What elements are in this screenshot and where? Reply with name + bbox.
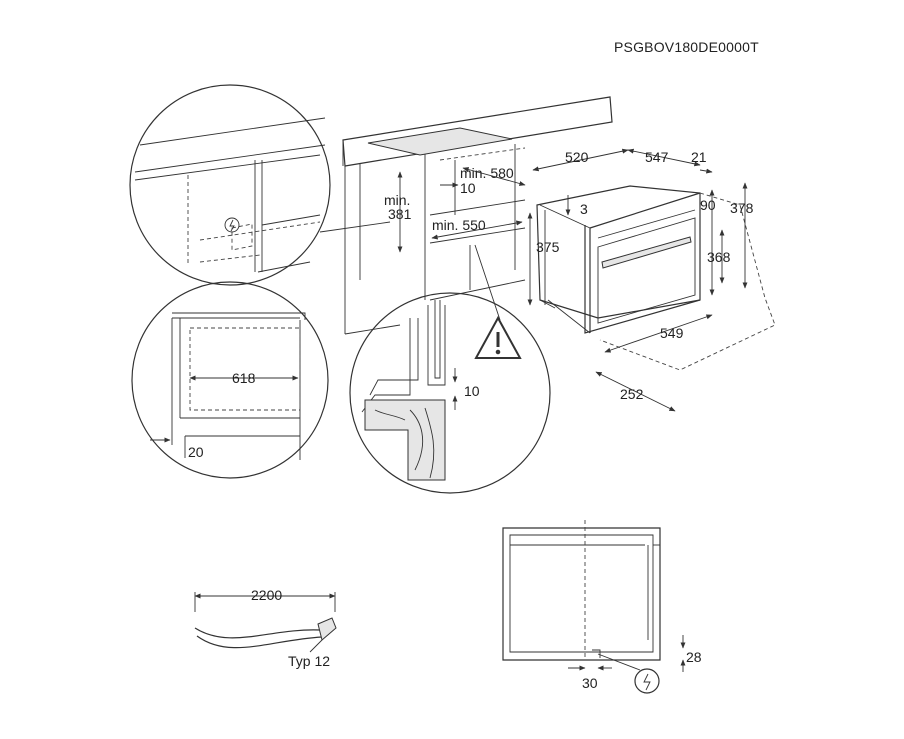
power-socket-icon [224,217,240,233]
dim-368: 368 [707,249,731,265]
detail-circle-socket [129,84,331,286]
dim-21: 21 [691,149,707,165]
dim-520: 520 [565,149,589,165]
dim-min550: min. 550 [432,217,486,233]
label-typ12: Typ 12 [288,653,330,669]
oven-dimensions: 520 547 21 3 375 90 378 368 549 252 [527,148,754,412]
detail-circle-width: 618 20 [131,281,329,479]
detail-circle-warning: 10 [349,292,551,494]
dim-252: 252 [620,386,644,402]
dim-min10: 10 [460,180,476,196]
oven-illustration [536,185,776,371]
dim-min580: min. 580 [460,165,514,181]
model-code: PSGBOV180DE0000T [614,39,759,55]
front-view: 28 30 [502,520,702,694]
dim-min381-a: min. [384,192,410,208]
dim-618: 618 [232,370,256,386]
dim-10: 10 [464,383,480,399]
dim-min381-b: 381 [388,206,412,222]
dim-378: 378 [730,200,754,216]
dim-20: 20 [188,444,204,460]
cabinet-illustration: min. 381 min. 580 10 min. 550 [319,96,613,335]
dim-28: 28 [686,649,702,665]
cable-detail: 2200 Typ 12 [194,587,337,669]
dim-2200: 2200 [251,587,282,603]
dim-375: 375 [536,239,560,255]
dim-90: 90 [700,197,716,213]
dim-547: 547 [645,149,669,165]
dim-3: 3 [580,201,588,217]
dim-549: 549 [660,325,684,341]
dim-30: 30 [582,675,598,691]
socket-location-icon [634,668,660,694]
